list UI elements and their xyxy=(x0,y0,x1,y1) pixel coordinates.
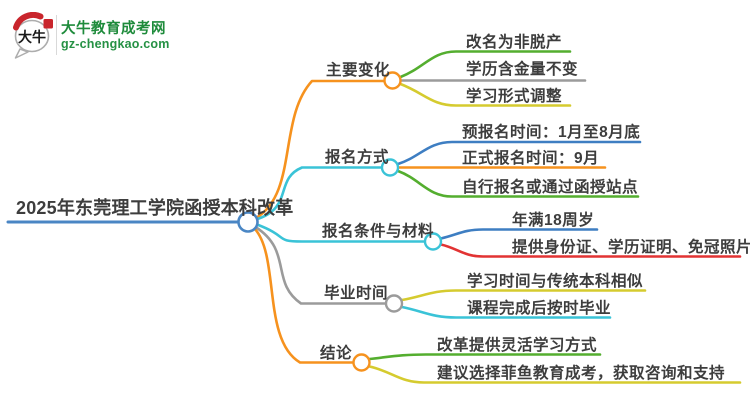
branch-line-main-changes xyxy=(254,79,386,220)
subtopic-pre-registration[interactable]: 预报名时间：1月至8月底 xyxy=(462,124,641,141)
root-topic-label[interactable]: 2025年东莞理工学院函授本科改革 xyxy=(16,198,294,218)
subtopic-age-18[interactable]: 年满18周岁 xyxy=(512,212,595,229)
subline-documents xyxy=(439,243,742,258)
subtopic-study-duration[interactable]: 学习时间与传统本科相似 xyxy=(467,273,644,290)
branch-label-graduation-time[interactable]: 毕业时间 xyxy=(324,285,389,302)
subtopic-study-form[interactable]: 学习形式调整 xyxy=(466,88,563,105)
subtopic-self-registration[interactable]: 自行报名或通过函授站点 xyxy=(462,179,639,196)
subline-self-registration xyxy=(396,169,640,198)
subline-study-duration xyxy=(400,289,647,302)
branch-label-registration-method[interactable]: 报名方式 xyxy=(325,149,390,166)
subline-recommendation xyxy=(368,365,742,384)
subtopic-official-registration[interactable]: 正式报名时间：9月 xyxy=(462,150,600,167)
subline-rename xyxy=(399,50,572,79)
logo-divider xyxy=(56,15,57,55)
subtopic-rename[interactable]: 改名为非脱产 xyxy=(466,34,563,51)
site-name: 大牛教育成考网 xyxy=(61,21,166,37)
branch-line-requirements xyxy=(255,223,427,243)
node-toggle-requirements[interactable] xyxy=(423,232,443,251)
subline-age-18 xyxy=(439,228,599,240)
subtopic-graduate-on-time[interactable]: 课程完成后按时毕业 xyxy=(467,300,612,317)
daniu-speech-bubble-icon: 大牛 xyxy=(13,12,53,59)
branch-label-main-changes[interactable]: 主要变化 xyxy=(326,62,391,79)
subline-graduate-on-time xyxy=(400,305,612,319)
node-toggle-registration-method[interactable] xyxy=(380,158,400,177)
subtopic-degree-value[interactable]: 学历含金量不变 xyxy=(466,61,579,78)
subtopic-recommendation[interactable]: 建议选择菲鱼教育成考，获取咨询和支持 xyxy=(437,365,726,382)
subline-pre-registration xyxy=(396,140,642,166)
node-toggle-main-changes[interactable] xyxy=(383,71,402,90)
subtopic-flexible-learning[interactable]: 改革提供灵活学习方式 xyxy=(437,337,598,354)
node-toggle-conclusion[interactable] xyxy=(352,353,371,372)
subline-study-form xyxy=(399,82,572,107)
branch-line-graduation-time xyxy=(254,225,388,305)
root-node-toggle[interactable] xyxy=(237,211,259,233)
branch-label-requirements[interactable]: 报名条件与材料 xyxy=(322,223,435,240)
subtopic-documents[interactable]: 提供身份证、学历证明、免冠照片 xyxy=(512,239,750,256)
branch-line-conclusion xyxy=(253,227,355,364)
subline-flexible-learning xyxy=(368,353,602,361)
site-logo[interactable]: 大牛 大牛教育成考网 gz-chengkao.com xyxy=(10,12,170,60)
node-toggle-graduation-time[interactable] xyxy=(384,294,404,313)
branch-line-registration-method xyxy=(254,166,384,221)
site-url: gz-chengkao.com xyxy=(61,37,170,51)
branch-label-conclusion[interactable]: 结论 xyxy=(320,345,353,362)
logo-icon-text: 大牛 xyxy=(18,29,46,45)
